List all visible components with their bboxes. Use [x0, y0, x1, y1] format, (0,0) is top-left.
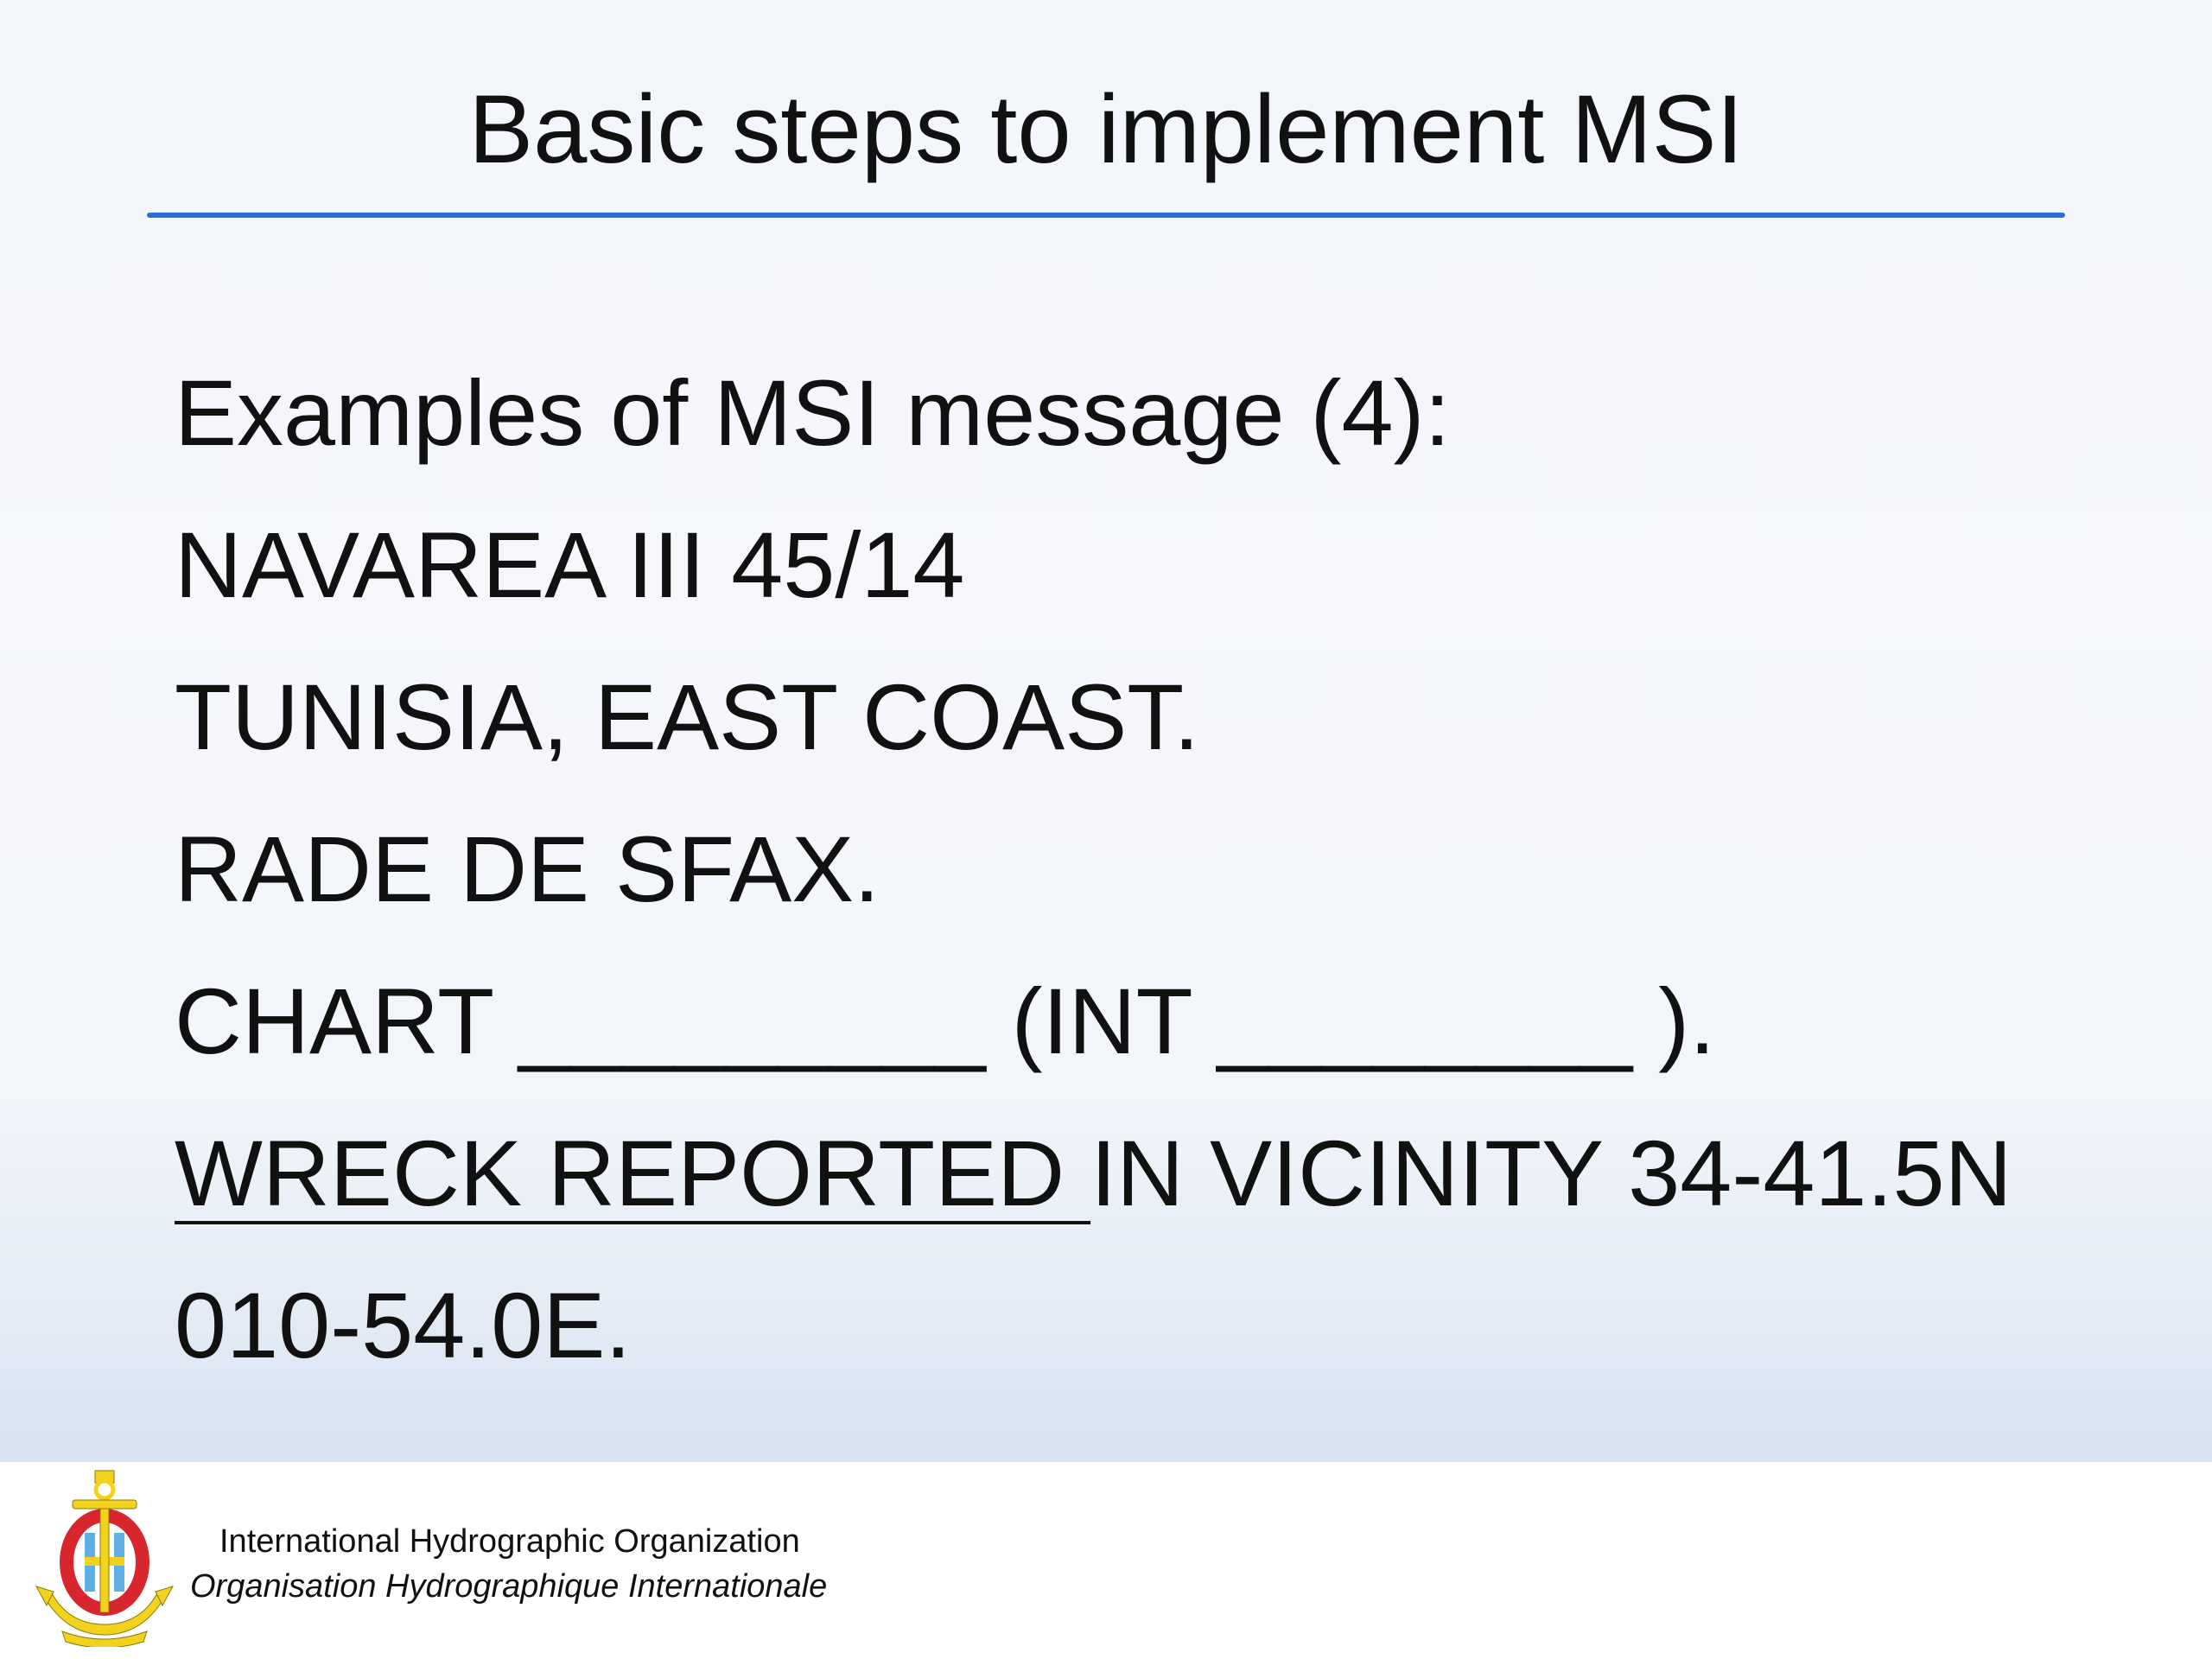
message-wreck-underlined: WRECK REPORTED [175, 1121, 1091, 1225]
message-heading: Examples of MSI message (4): [175, 360, 1451, 465]
message-longitude: 010-54.0E. [175, 1273, 632, 1377]
message-navarea: NAVAREA III 45/14 [175, 512, 965, 617]
org-name-english: International Hydrographic Organization [219, 1523, 800, 1560]
message-wreck-position: IN VICINITY 34-41.5N [1090, 1121, 2012, 1225]
slide-background: Basic steps to implement MSI Examples of… [0, 0, 2212, 1462]
message-body: Examples of MSI message (4): NAVAREA III… [175, 337, 2162, 1402]
slide-footer [0, 1462, 2212, 1659]
message-chart: CHART _________ (INT ________ ). [175, 969, 1716, 1073]
message-locality: RADE DE SFAX. [175, 817, 880, 921]
org-name-french: Organisation Hydrographique Internationa… [190, 1568, 828, 1605]
iho-anchor-emblem-icon [35, 1470, 175, 1647]
message-wreck-line: WRECK REPORTED IN VICINITY 34-41.5N [175, 1097, 2162, 1249]
title-divider [147, 213, 2065, 218]
message-region: TUNISIA, EAST COAST. [175, 664, 1200, 769]
slide-title: Basic steps to implement MSI [468, 75, 1744, 183]
